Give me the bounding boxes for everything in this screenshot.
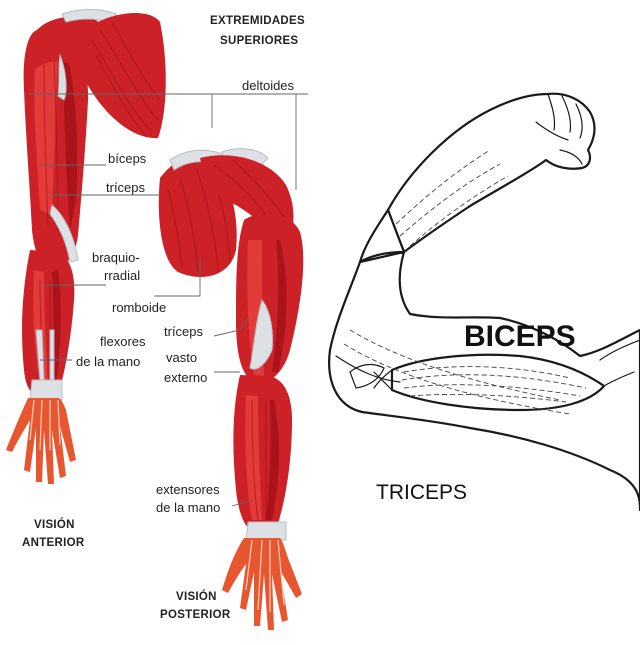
leader-lines [30,93,308,507]
flexed-arm-drawing [328,92,640,512]
label-triceps-posterior: tríceps [164,324,204,339]
view-posterior-1: VISIÓN [176,590,217,603]
posterior-arm [158,148,304,630]
label-flexores-2: de la mano [76,354,140,369]
label-romboide: romboide [112,300,166,315]
label-braquiorradial-1: braquio- [92,250,140,265]
label-deltoides: deltoides [242,78,295,93]
label-vasto-2: externo [164,370,207,385]
label-biceps-big: BICEPS [464,320,576,353]
title: EXTREMIDADES SUPERIORES [210,15,305,47]
label-triceps-anterior: tríceps [106,180,146,195]
label-extensores-2: de la mano [156,500,220,515]
view-anterior-2: ANTERIOR [22,537,85,549]
label-braquiorradial-2: rradial [104,268,140,283]
view-labels: VISIÓN ANTERIOR VISIÓN POSTERIOR [22,518,231,621]
label-extensores-1: extensores [156,482,220,497]
anterior-arm [6,9,166,484]
title-line-1: EXTREMIDADES [210,15,305,27]
view-anterior-1: VISIÓN [34,518,75,531]
title-line-2: SUPERIORES [220,35,298,47]
view-posterior-2: POSTERIOR [160,609,231,621]
label-vasto-1: vasto [166,350,197,365]
label-biceps: bíceps [108,151,147,166]
label-triceps-big: TRICEPS [376,481,467,504]
label-flexores-1: flexores [100,334,146,349]
